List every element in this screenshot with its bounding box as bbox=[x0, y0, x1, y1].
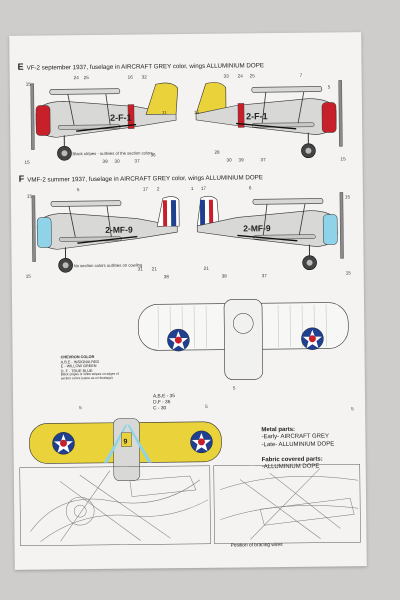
metal-parts-note: Metal parts: -Early- AIRCRAFT GREY -Late… bbox=[261, 426, 366, 449]
chevron-legend: CHEVRON COLOR A,B,E - INSIGNIA RED E - W… bbox=[61, 355, 123, 382]
bracing-caption: Position of bracing wires bbox=[230, 543, 283, 549]
callout-e-r8: 30 bbox=[226, 157, 232, 163]
callout-e-l4: 16 bbox=[127, 74, 133, 80]
callout-e-r5: 5 bbox=[327, 84, 331, 90]
section-e-title: VF-2 september 1937, fuselage in AIRCRAF… bbox=[26, 62, 264, 72]
callout-bottom-1: 5 bbox=[79, 405, 82, 411]
callout-e-l1: 15 bbox=[25, 81, 31, 87]
callout-f-r6: 38 bbox=[221, 273, 227, 279]
callout-e-l5: 32 bbox=[141, 74, 147, 80]
callout-top-2: 5 bbox=[351, 406, 354, 412]
callout-e-r6: 15 bbox=[193, 109, 200, 115]
section-f-note: No section colors outlines on cowling bbox=[73, 262, 143, 269]
callout-f-r8: 15 bbox=[345, 270, 351, 276]
chevron-legend-note: Black stripes or white stripes on edges … bbox=[60, 372, 119, 381]
callout-e-l3: 25 bbox=[83, 75, 89, 81]
plane-e-left-code: 2-F-1 bbox=[110, 113, 132, 123]
section-e-note: Black stripes - outlines of the section … bbox=[72, 150, 153, 157]
plane-f-left-code: 2-MF-9 bbox=[105, 225, 133, 235]
callout-f-r2: 17 bbox=[200, 185, 206, 191]
callout-e-r9: 39 bbox=[238, 157, 244, 163]
section-e-letter: E bbox=[17, 61, 24, 72]
callout-e-l10: 37 bbox=[134, 158, 140, 164]
plane-bottom-view: 9 bbox=[29, 418, 222, 481]
callout-f-l2: 5 bbox=[76, 187, 80, 193]
callout-bottom-2: 5 bbox=[205, 403, 208, 409]
metal-parts-late: -Late- ALLUMINIUM DOPE bbox=[261, 441, 335, 449]
callout-e-r10: 37 bbox=[260, 157, 266, 163]
callout-e-l8: 39 bbox=[102, 158, 108, 164]
wing-code-3: C - 30 bbox=[153, 406, 167, 412]
callout-e-r4: 7 bbox=[299, 72, 303, 78]
plane-f-right-side-view: 2-MF-9 bbox=[196, 192, 344, 271]
section-f-letter: F bbox=[18, 173, 25, 184]
plane-e-left-side-view: 2-F-1 bbox=[30, 82, 179, 161]
callout-f-l4: 2 bbox=[156, 186, 160, 192]
plane-e-right-code: 2-F-1 bbox=[246, 111, 268, 121]
plane-f-right-code: 2-MF-9 bbox=[243, 223, 271, 233]
callout-f-l8: 38 bbox=[163, 274, 169, 280]
callout-e-r11: 15 bbox=[340, 156, 346, 162]
callout-e-l2: 24 bbox=[73, 75, 79, 81]
plane-top-view bbox=[137, 299, 349, 380]
callout-f-l5: 15 bbox=[25, 273, 31, 279]
bracing-wires-drawing bbox=[19, 463, 361, 547]
callout-f-r7: 37 bbox=[261, 273, 267, 279]
callout-f-r3: 6 bbox=[248, 185, 252, 191]
plane-e-right-side-view: 2-F-1 bbox=[195, 80, 343, 159]
wing-code-list: A,B,E - 35 D,F - 36 C - 30 bbox=[153, 394, 175, 412]
callout-e-r2: 24 bbox=[237, 73, 243, 79]
callout-f-l1: 15 bbox=[26, 193, 33, 199]
bottom-view-number: 9 bbox=[123, 439, 127, 446]
callout-e-r1: 33 bbox=[223, 73, 229, 79]
callout-top-1: 5 bbox=[232, 385, 236, 391]
callout-e-l6: 11 bbox=[162, 110, 167, 116]
callout-e-r3: 25 bbox=[249, 73, 255, 79]
callout-f-r1: 1 bbox=[190, 185, 194, 191]
callout-f-l3: 17 bbox=[142, 186, 148, 192]
section-f-title: VMF-2 summer 1937, fuselage in AIRCRAFT … bbox=[27, 174, 263, 184]
callout-f-l7: 21 bbox=[151, 266, 157, 272]
plane-f-left-side-view: 2-MF-9 bbox=[31, 195, 180, 273]
callout-e-l9: 30 bbox=[114, 158, 120, 164]
callout-f-r4: 15 bbox=[344, 194, 351, 200]
callout-f-r5: 21 bbox=[203, 265, 209, 271]
callout-e-l7: 15 bbox=[24, 159, 30, 165]
callout-e-r7: 28 bbox=[214, 149, 220, 155]
